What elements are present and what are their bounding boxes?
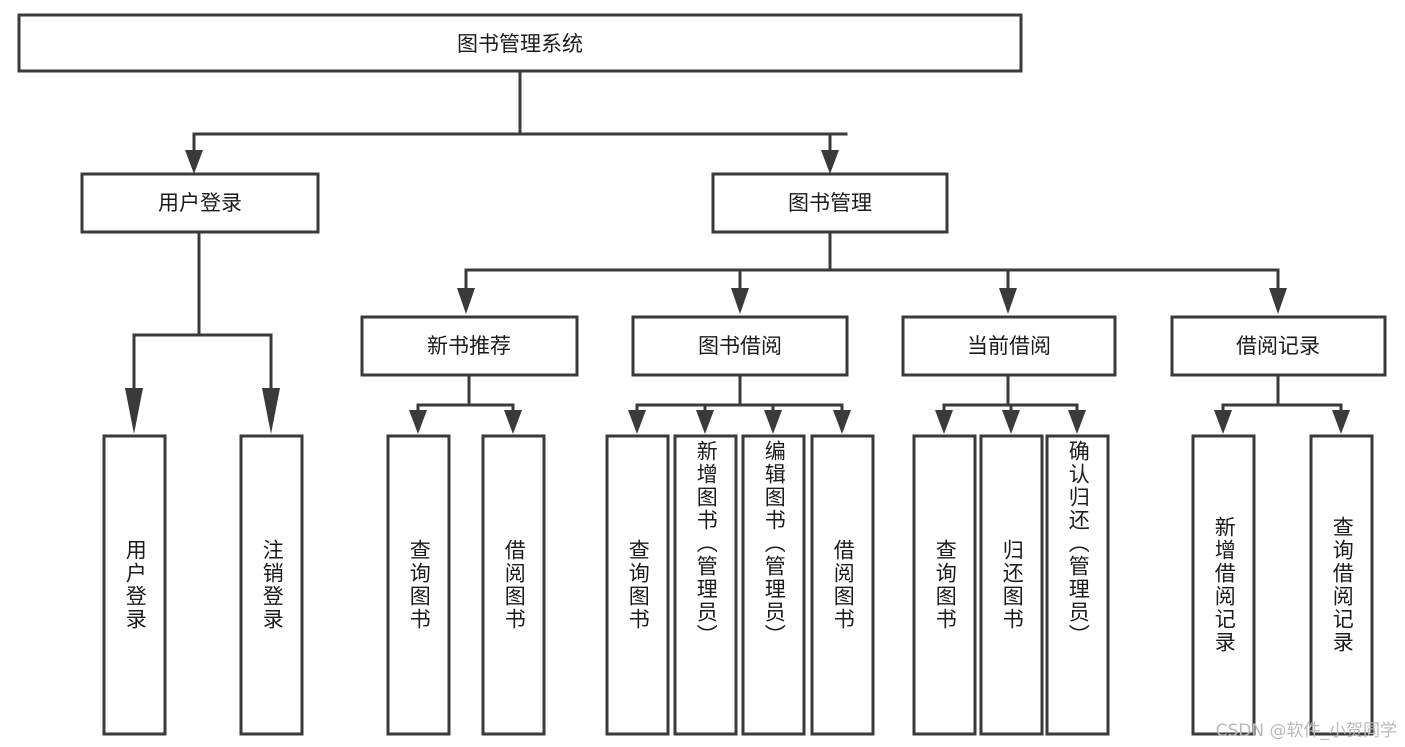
connector-root-to-level1 bbox=[185, 69, 848, 174]
leaf-box-add-record[interactable] bbox=[1191, 434, 1256, 736]
leaf-box-confirm-return[interactable] bbox=[1045, 434, 1110, 736]
leaf-box-add-book[interactable] bbox=[673, 434, 738, 736]
node-root-system-label: 图书管理系统 bbox=[457, 32, 583, 56]
node-borrow-record-label: 借阅记录 bbox=[1236, 334, 1320, 358]
node-book-borrow[interactable]: 图书借阅 bbox=[631, 315, 849, 377]
node-book-borrow-label: 图书借阅 bbox=[698, 334, 782, 358]
node-user-login-label: 用户登录 bbox=[158, 191, 242, 215]
leaf-box-borrow-book-2[interactable] bbox=[810, 434, 875, 736]
node-book-management-label: 图书管理 bbox=[788, 191, 872, 215]
leaf-box-query-book-3[interactable] bbox=[912, 434, 977, 736]
connector-bookborrow-to-leaves bbox=[628, 375, 851, 434]
node-current-borrow-label: 当前借阅 bbox=[967, 334, 1051, 358]
node-new-book-recommend[interactable]: 新书推荐 bbox=[360, 315, 579, 377]
leaf-box-borrow-book-1[interactable] bbox=[481, 434, 546, 736]
leaf-box-query-book-2[interactable] bbox=[605, 434, 670, 736]
node-book-management[interactable]: 图书管理 bbox=[711, 172, 949, 234]
node-user-login[interactable]: 用户登录 bbox=[80, 172, 320, 234]
node-new-book-recommend-label: 新书推荐 bbox=[427, 334, 511, 358]
connector-userlogin-to-leaves bbox=[125, 231, 280, 434]
leaf-box-query-record[interactable] bbox=[1309, 434, 1374, 736]
leaf-box-query-book-1[interactable] bbox=[386, 434, 451, 736]
leaf-box-return-book[interactable] bbox=[979, 434, 1044, 736]
node-current-borrow[interactable]: 当前借阅 bbox=[901, 315, 1117, 377]
leaf-boxes bbox=[102, 434, 1374, 736]
leaf-box-edit-book[interactable] bbox=[741, 434, 806, 736]
connector-borrowrecord-to-leaves bbox=[1214, 375, 1350, 434]
node-borrow-record[interactable]: 借阅记录 bbox=[1170, 315, 1387, 377]
leaf-box-user-login[interactable] bbox=[102, 434, 167, 736]
connector-currentborrow-to-leaves bbox=[935, 375, 1086, 434]
connector-newbook-to-leaves bbox=[409, 375, 522, 434]
leaf-box-logout[interactable] bbox=[239, 434, 304, 736]
node-root-system[interactable]: 图书管理系统 bbox=[17, 13, 1023, 73]
connector-bookmgmt-to-level2 bbox=[457, 231, 1287, 314]
